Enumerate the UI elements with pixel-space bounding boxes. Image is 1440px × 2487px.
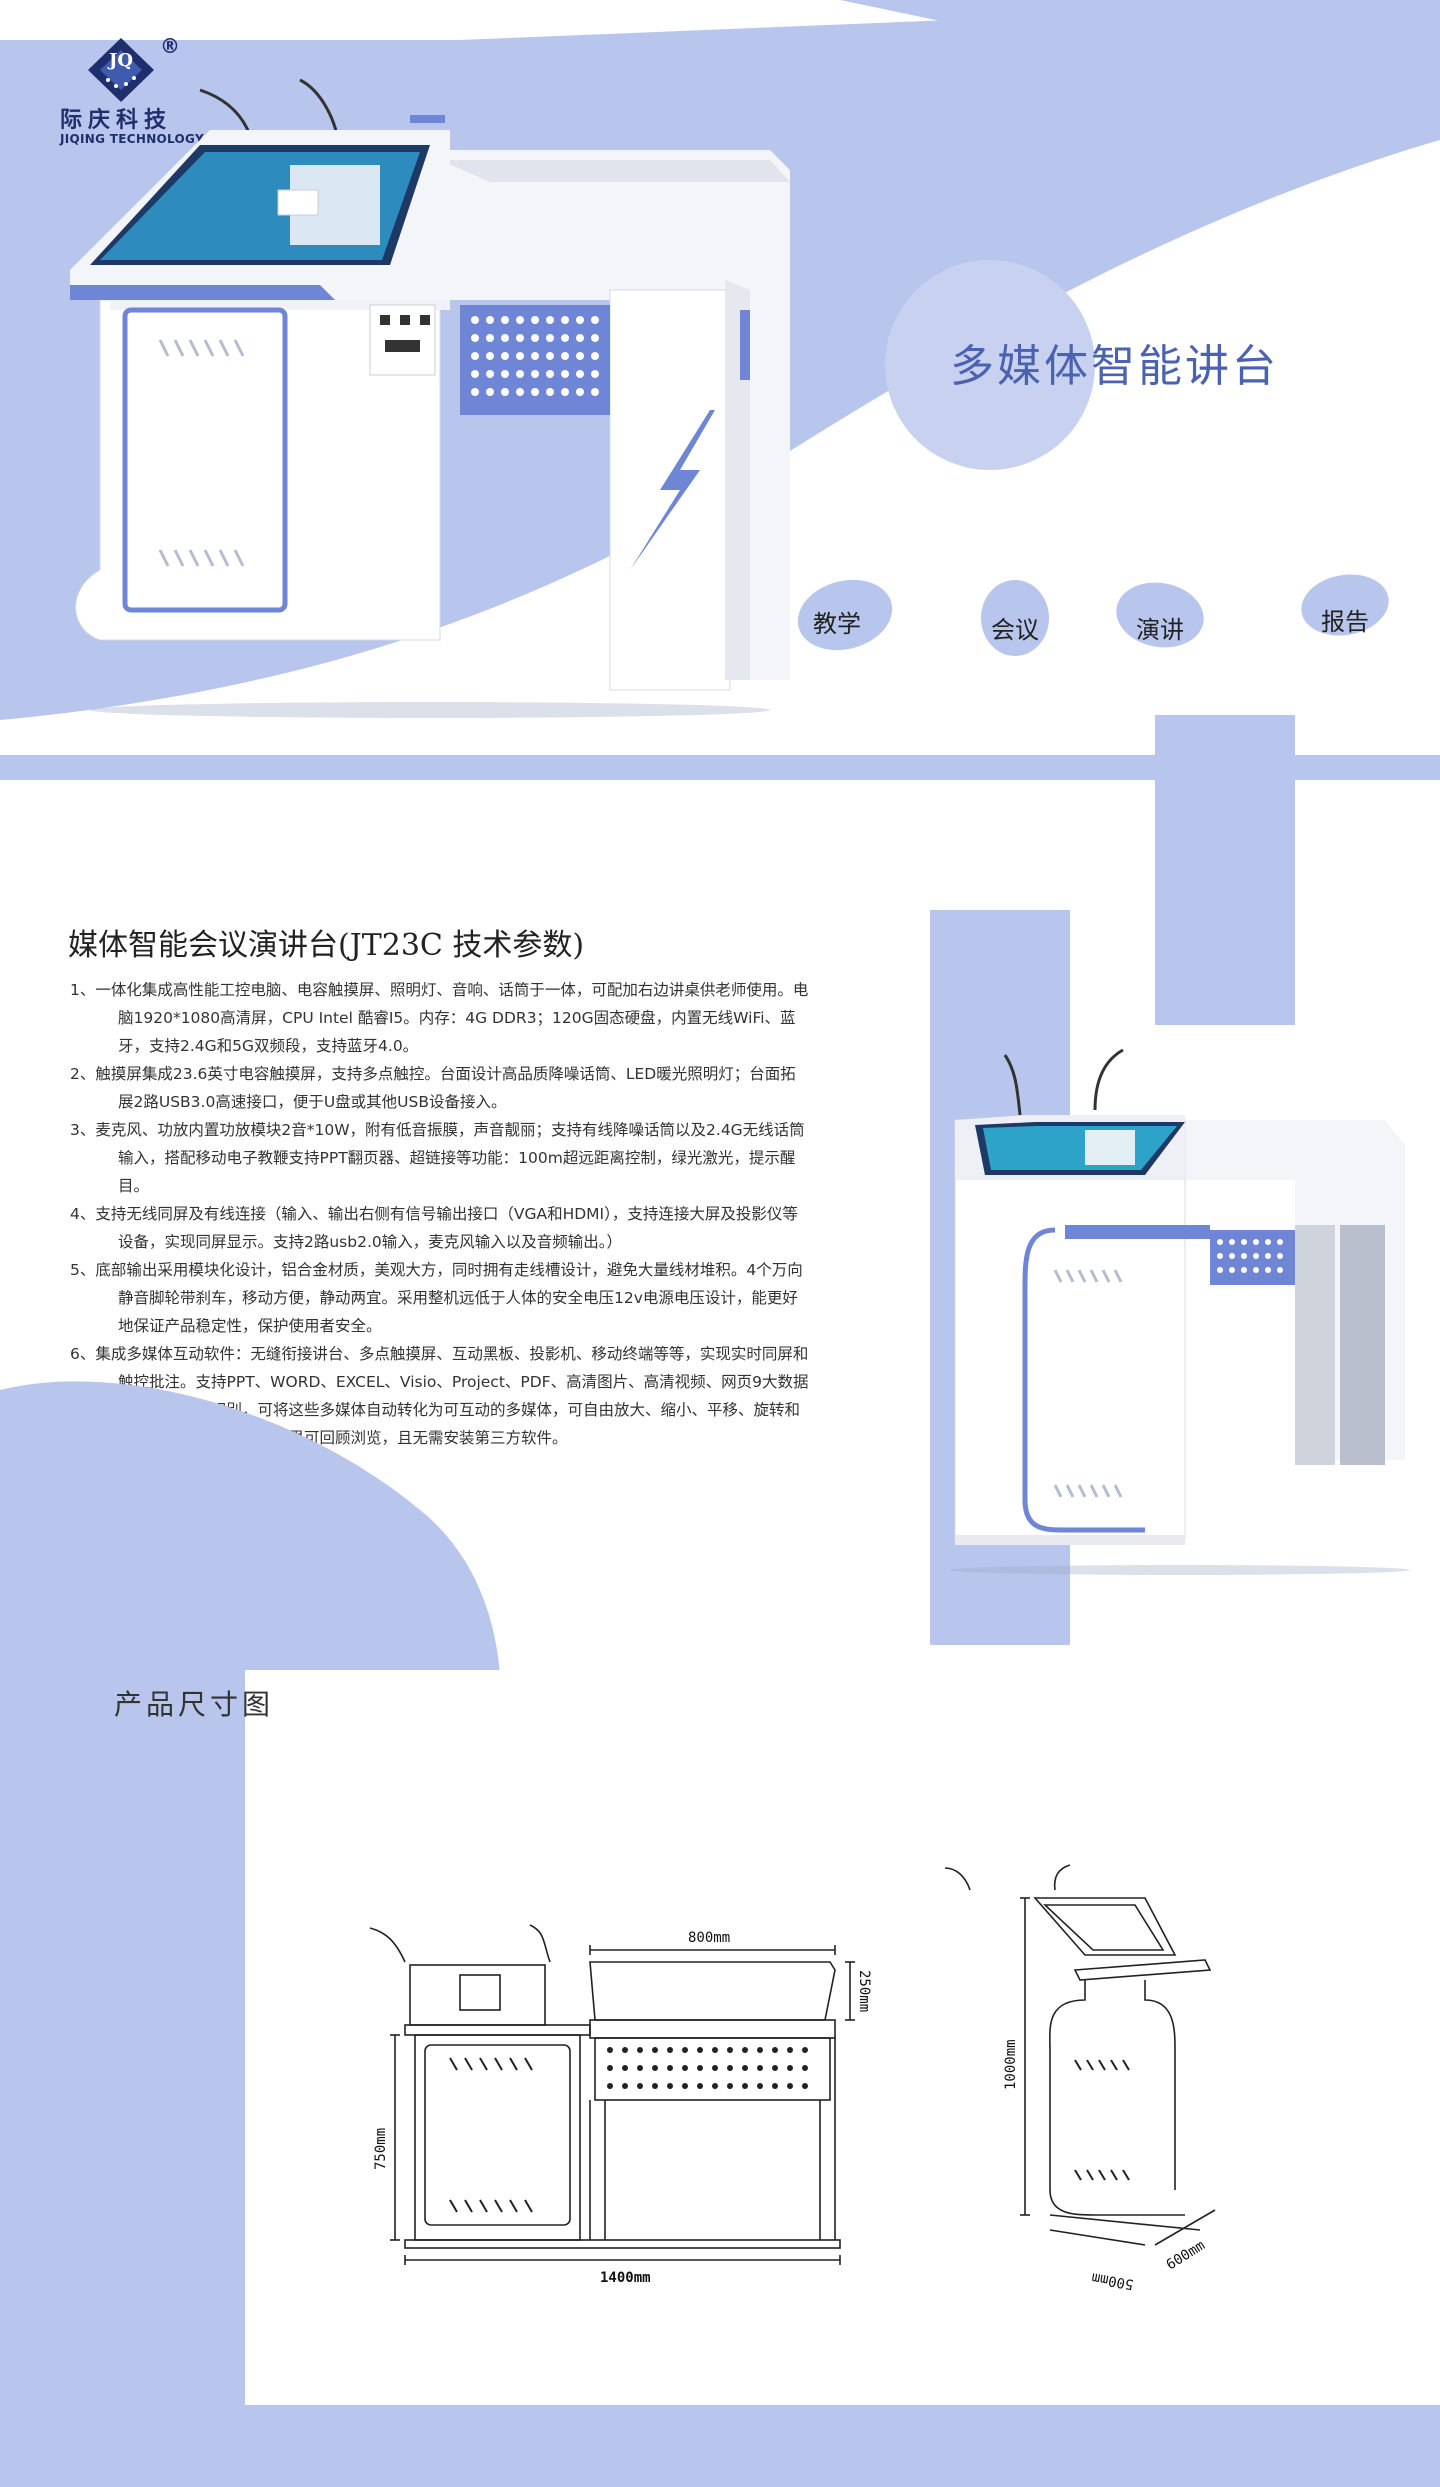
brand-name-cn: 际庆科技 <box>60 107 173 133</box>
footer-band <box>0 2405 1440 2487</box>
dim-label-height: 750mm <box>373 2128 389 2170</box>
spec-list: 1、一体化集成高性能工控电脑、电容触摸屏、照明灯、音响、话筒于一体，可配加右边讲… <box>70 976 810 1452</box>
hero-title: 多媒体智能讲台 <box>950 341 1279 392</box>
dim-label-width: 800mm <box>688 1930 730 1946</box>
spec-title: 媒体智能会议演讲台(JT23C 技术参数) <box>68 928 585 963</box>
spec-item: 5、底部输出采用模块化设计，铝合金材质，美观大方，同时拥有走线槽设计，避免大量线… <box>70 1261 803 1335</box>
dim-label-total-width: 1400mm <box>600 2270 651 2286</box>
dim-label-side-width: 600mm <box>1164 2237 1208 2273</box>
tag-blobs <box>797 574 1389 656</box>
dimension-drawing: 800mm 250mm 750mm 1400mm 1000mm 500mm 60… <box>369 1864 1216 2292</box>
tag-speech: 演讲 <box>1136 616 1184 644</box>
tag-meeting: 会议 <box>991 616 1039 644</box>
registered-mark: ® <box>160 34 180 58</box>
svg-text:JQ: JQ <box>107 50 133 71</box>
dim-label-top-height: 250mm <box>856 1970 872 2012</box>
tag-report: 报告 <box>1321 608 1369 636</box>
tag-teaching: 教学 <box>813 610 861 638</box>
spec-item: 3、麦克风、功放内置功放模块2音*10W，附有低音振膜，声音靓丽；支持有线降噪话… <box>70 1121 805 1195</box>
hero-banner: JQ ® 际庆科技 JIQING TECHNOLOGY <box>0 0 1440 720</box>
decor-bar-right <box>1155 715 1295 1025</box>
podium-side-image <box>950 1048 1410 1575</box>
brand-name-en: JIQING TECHNOLOGY <box>60 132 204 146</box>
dim-label-side-depth: 500mm <box>1090 2269 1134 2292</box>
jq-diamond-icon: JQ <box>88 38 154 102</box>
spec-item: 1、一体化集成高性能工控电脑、电容触摸屏、照明灯、音响、话筒于一体，可配加右边讲… <box>70 981 809 1055</box>
dim-label-side-height: 1000mm <box>1003 2039 1019 2090</box>
podium-product-image <box>70 78 790 718</box>
spec-item: 2、触摸屏集成23.6英寸电容触摸屏，支持多点触控。台面设计高品质降噪话筒、LE… <box>70 1065 796 1111</box>
dimension-title: 产品尺寸图 <box>114 1688 275 1721</box>
spec-item: 4、支持无线同屏及有线连接（输入、输出右侧有信号输出接口（VGA和HDMI），支… <box>70 1205 798 1251</box>
brand-logo[interactable]: JQ ® 际庆科技 JIQING TECHNOLOGY <box>60 20 210 150</box>
